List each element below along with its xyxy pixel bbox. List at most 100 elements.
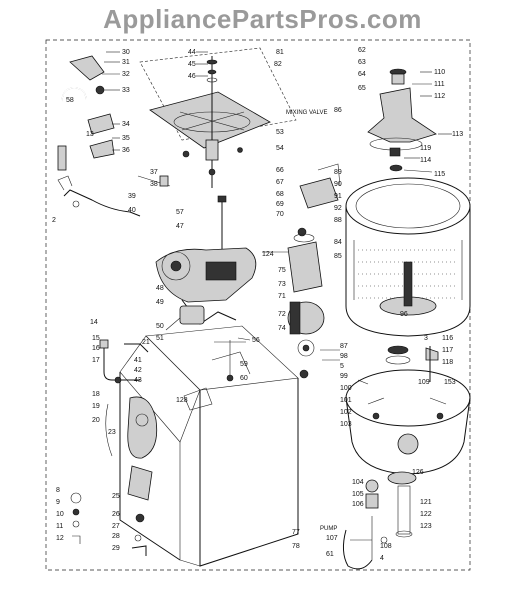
callout-111: 111 [434,81,445,88]
callout-122: 122 [420,511,432,518]
gearcase-transmission [155,195,257,325]
callout-84: 84 [334,239,342,246]
callout-87: 87 [340,343,348,350]
callout-71: 71 [278,293,286,300]
callout-108: 108 [380,543,392,550]
callout-8: 8 [56,487,60,494]
callout-110: 110 [434,69,445,76]
callout-51: 51 [156,335,164,342]
callout-124: 124 [262,251,274,258]
callout-101: 101 [340,397,352,404]
callout-104: 104 [352,479,364,486]
callout-40: 40 [128,207,136,214]
callout-13: 13 [86,131,94,138]
callout-115: 115 [434,171,445,178]
motor-and-switch-assembly [270,163,341,379]
callout-85: 85 [334,253,342,260]
callout-29: 29 [112,545,120,552]
callout-99: 99 [340,373,348,380]
callout-67: 67 [276,179,284,186]
washer-cabinet [119,325,299,567]
callout-46: 46 [188,73,196,80]
callout-39: 39 [128,193,136,200]
callout-41: 41 [134,357,142,364]
callout-9: 9 [56,499,60,506]
callout-19: 19 [92,403,100,410]
callout-17: 17 [92,357,100,364]
callout-37: 37 [150,169,158,176]
callout-153: 153 [444,379,456,386]
mixing-valve-label: MIXING VALVE [286,110,327,116]
callout-116: 116 [442,335,453,342]
callout-20: 20 [92,417,100,424]
callout-36: 36 [122,147,130,154]
callout-78: 78 [292,543,300,550]
agitator-assembly [367,68,437,172]
callout-61: 61 [326,551,334,558]
callout-31: 31 [122,59,130,66]
callout-126: 126 [412,469,424,476]
callout-5: 5 [340,363,344,370]
callout-35: 35 [122,135,130,142]
callout-60: 60 [240,375,248,382]
callout-21: 21 [142,339,150,346]
callout-68: 68 [276,191,284,198]
callout-57: 57 [176,209,184,216]
callout-65: 65 [358,85,366,92]
callout-92: 92 [334,205,342,212]
callout-2: 2 [52,217,56,224]
transmission-plate-assembly [139,47,297,188]
callout-44: 44 [188,49,196,56]
callout-54: 54 [276,145,284,152]
callout-82: 82 [274,61,282,68]
callout-30: 30 [122,49,130,56]
callout-72: 72 [278,311,286,318]
callout-103: 103 [340,421,352,428]
callout-45: 45 [188,61,196,68]
leader-lines [102,51,452,385]
callout-4: 4 [380,555,384,562]
callout-75: 75 [278,267,286,274]
callout-58: 58 [66,97,74,104]
callout-34: 34 [122,121,130,128]
callout-49: 49 [156,299,164,306]
callout-33: 33 [122,87,130,94]
callout-66: 66 [276,167,284,174]
callout-90: 90 [334,181,342,188]
callout-10: 10 [56,511,64,518]
callout-102: 102 [340,409,352,416]
pump-label: PUMP [320,526,337,532]
callout-98: 98 [340,353,348,360]
callout-62: 62 [358,47,366,54]
callout-86: 86 [334,107,342,114]
callout-128: 128 [176,397,188,404]
bottom-left-fasteners [70,492,82,544]
callout-114: 114 [420,157,431,164]
callout-105: 105 [352,491,364,498]
callout-70: 70 [276,211,284,218]
callout-56: 56 [252,337,260,344]
callout-48: 48 [156,285,164,292]
callout-96: 96 [400,311,408,318]
callout-3: 3 [424,335,428,342]
callout-53: 53 [276,129,284,136]
callout-73: 73 [278,281,286,288]
callout-28: 28 [112,533,120,540]
callout-107: 107 [326,535,338,542]
left-wiring-parts [99,339,149,457]
callout-25: 25 [112,493,120,500]
callout-69: 69 [276,201,284,208]
watermark-title: AppliancePartsPros.com [103,4,422,34]
callout-12: 12 [56,535,64,542]
callout-numbers: 30 31 32 33 34 35 36 58 13 2 39 40 37 38… [52,47,463,562]
callout-27: 27 [112,523,120,530]
callout-23: 23 [108,429,116,436]
left-hose-and-bracket-parts [57,55,171,217]
callout-123: 123 [420,523,432,530]
callout-81: 81 [276,49,284,56]
callout-11: 11 [56,523,63,530]
callout-59: 59 [240,361,248,368]
callout-117: 117 [442,347,453,354]
callout-113: 113 [452,131,463,138]
